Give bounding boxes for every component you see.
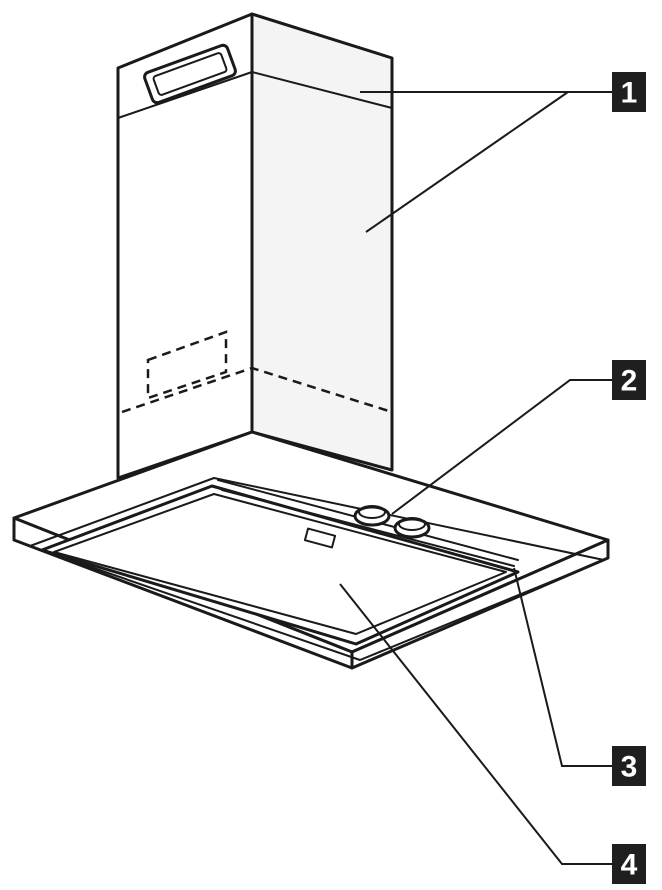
vent-slot-icon (143, 43, 237, 105)
chimney-right-face (250, 12, 394, 472)
leader-4 (339, 583, 612, 865)
grease-filter-panel (40, 484, 520, 646)
hidden-outlet-dashed (146, 330, 228, 400)
inner-chimney-dashed (121, 366, 393, 414)
callout-1-label: 1 (621, 77, 638, 110)
callout-4: 4 (612, 844, 646, 884)
control-strip-line-2 (221, 489, 515, 567)
leader-3 (513, 567, 612, 767)
callout-3: 3 (612, 746, 646, 786)
grease-filter-inner (53, 493, 507, 635)
vent-slot-inner (152, 52, 228, 96)
control-knob-right[interactable] (393, 517, 431, 539)
callout-3-label: 3 (621, 751, 638, 784)
leader-1b (365, 91, 569, 233)
chimney (116, 12, 394, 480)
chimney-left-face (116, 12, 254, 480)
control-knob-left[interactable] (353, 505, 391, 527)
callout-2: 2 (612, 360, 646, 400)
canopy-inner-rim (29, 477, 605, 661)
leader-lines (339, 91, 612, 865)
canopy (12, 430, 610, 670)
callout-4-label: 4 (621, 849, 638, 882)
light-icon (303, 527, 337, 549)
chimney-section-line (117, 71, 393, 119)
leader-2 (391, 379, 612, 515)
callout-1: 1 (612, 72, 646, 112)
callout-2-label: 2 (621, 365, 638, 398)
